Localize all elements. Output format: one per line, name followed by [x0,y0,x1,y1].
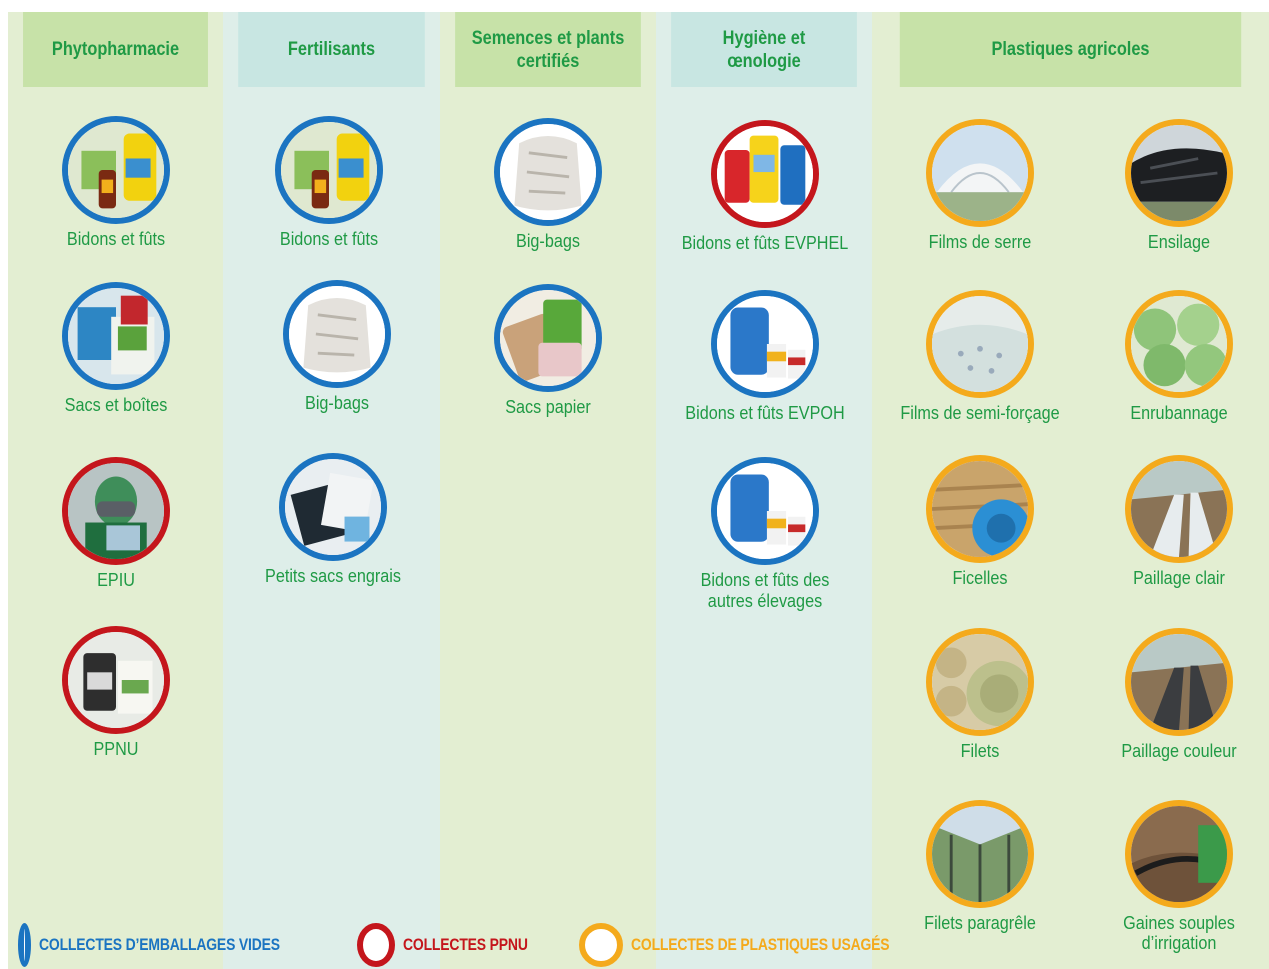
item-label: PPNU [93,739,139,759]
item-paillage-clair: Paillage clair [1079,455,1269,589]
column-phytopharmacie: Phytopharmacie Bidons et fûts Sacs et bo… [8,12,223,969]
item-epiu: EPIU [16,457,216,591]
item-label: Films de serre [928,232,1032,252]
column-hygiene: Hygiène et œnologie Bidons et fûts EVPHE… [656,12,872,969]
column-title: Fertilisants [238,12,425,87]
item-big-bags: Big-bags [237,280,437,414]
item-bidons-futs-evpoh: Bidons et fûts EVPOH [665,290,865,424]
item-filets-paragrele: Filets paragrêle [880,800,1080,934]
item-big-bags: Big-bags [448,118,648,252]
column-title: Plastiques agricoles [899,12,1242,87]
epiu-photo-icon [62,457,170,565]
sacs-papier-photo-icon [494,284,602,392]
item-films-serre: Films de serre [880,119,1080,253]
item-label: Bidons et fûts EVPOH [685,403,845,423]
red-ring-icon [357,923,395,967]
ensilage-photo-icon [1125,119,1233,227]
ficelles-photo-icon [926,455,1034,563]
big-bags-photo-icon [283,280,391,388]
legend: COLLECTES D’EMBALLAGES VIDES COLLECTES P… [18,921,960,969]
legend-item-ppnu: COLLECTES PPNU [357,923,555,967]
enrubannage-photo-icon [1125,290,1233,398]
blue-ring-icon [18,923,32,967]
item-label: Petits sacs engrais [265,566,401,586]
item-label: Sacs et boîtes [64,395,168,415]
bidons-futs-photo-icon [275,116,383,224]
item-bidons-futs: Bidons et fûts [16,116,216,250]
paillage-clair-photo-icon [1125,455,1233,563]
legend-item-plastiques: COLLECTES DE PLASTIQUES USAGÉS [579,923,946,967]
bidons-futs-autres-photo-icon [711,457,819,565]
item-label: Filets [960,741,1000,761]
item-ppnu: PPNU [16,626,216,760]
item-label: EPIU [97,570,135,590]
legend-label: COLLECTES PPNU [402,935,528,954]
item-label: Bidons et fûts [66,229,166,249]
bidons-futs-evpoh-photo-icon [711,290,819,398]
bidons-futs-photo-icon [62,116,170,224]
films-semi-forcage-photo-icon [926,290,1034,398]
legend-label: COLLECTES D’EMBALLAGES VIDES [39,935,281,954]
bidons-futs-evphel-photo-icon [711,120,819,228]
legend-label: COLLECTES DE PLASTIQUES USAGÉS [631,935,890,954]
column-title: Phytopharmacie [23,12,208,87]
item-bidons-futs-autres: Bidons et fûts des autres élevages [665,457,865,612]
column-plastiques: Plastiques agricoles Films de serre Ensi… [872,12,1269,969]
item-label: Films de semi-forçage [900,403,1060,423]
item-petits-sacs-engrais: Petits sacs engrais [233,453,433,587]
item-label: Big-bags [516,231,580,251]
item-label: Ensilage [1147,232,1211,252]
item-label: Bidons et fûts EVPHEL [681,233,849,253]
sacs-boites-photo-icon [62,282,170,390]
gaines-souples-photo-icon [1125,800,1233,908]
item-ensilage: Ensilage [1079,119,1269,253]
item-gaines-souples: Gaines souples d’irrigation [1079,800,1269,953]
item-label: Filets paragrêle [924,913,1036,933]
item-label: Ficelles [952,568,1008,588]
item-label: Enrubannage [1130,403,1228,423]
item-bidons-futs: Bidons et fûts [229,116,429,250]
paillage-couleur-photo-icon [1125,628,1233,736]
column-title: Semences et plants certifiés [455,12,641,87]
item-filets: Filets [880,628,1080,762]
item-label: Gaines souples d’irrigation [1123,913,1235,953]
item-label: Bidons et fûts [279,229,379,249]
item-label: Sacs papier [505,397,591,417]
column-semences: Semences et plants certifiés Big-bags Sa… [440,12,656,969]
item-label: Big-bags [305,393,369,413]
filets-paragrele-photo-icon [926,800,1034,908]
item-label: Bidons et fûts des autres élevages [700,570,830,611]
filets-photo-icon [926,628,1034,736]
item-paillage-couleur: Paillage couleur [1079,628,1269,762]
column-title: Hygiène et œnologie [671,12,857,87]
item-ficelles: Ficelles [880,455,1080,589]
column-fertilisants: Fertilisants Bidons et fûts Big-bags Pet… [223,12,440,969]
orange-ring-icon [579,923,623,967]
item-films-semi-forcage: Films de semi-forçage [880,290,1080,424]
item-sacs-papier: Sacs papier [448,284,648,418]
item-bidons-futs-evphel: Bidons et fûts EVPHEL [665,120,865,254]
films-serre-photo-icon [926,119,1034,227]
ppnu-photo-icon [62,626,170,734]
item-label: Paillage couleur [1121,741,1237,761]
item-label: Paillage clair [1133,568,1225,588]
legend-item-emballages: COLLECTES D’EMBALLAGES VIDES [18,923,333,967]
big-bags-photo-icon [494,118,602,226]
item-enrubannage: Enrubannage [1079,290,1269,424]
petits-sacs-engrais-photo-icon [279,453,387,561]
item-sacs-boites: Sacs et boîtes [16,282,216,416]
